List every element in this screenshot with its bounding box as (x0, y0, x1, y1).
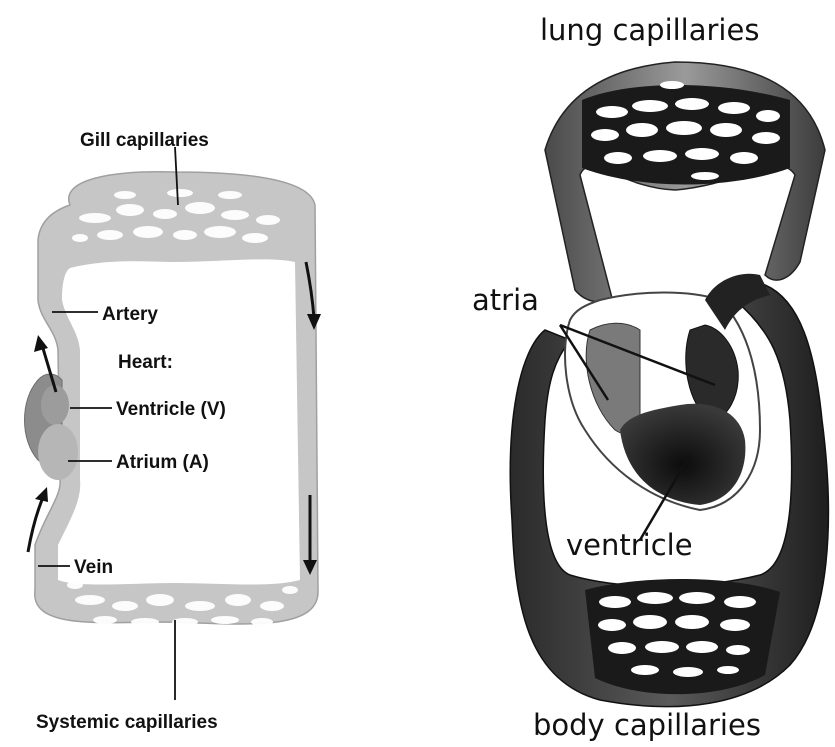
label-systemic-capillaries: Systemic capillaries (36, 712, 218, 733)
body-capillary-bed (585, 579, 780, 694)
fish-loop-hole (58, 259, 300, 584)
amphibian-circulation: lung capillaries atria ventricle body ca… (472, 13, 828, 742)
label-atria: atria (472, 283, 539, 317)
label-gill-capillaries: Gill capillaries (80, 130, 209, 151)
label-lung-capillaries: lung capillaries (540, 13, 759, 47)
label-vein: Vein (74, 557, 113, 578)
label-atrium-a: Atrium (A) (116, 452, 209, 473)
fish-atrium (38, 424, 78, 480)
label-ventricle: ventricle (566, 528, 693, 562)
label-heart: Heart: (118, 352, 173, 373)
label-ventricle-v: Ventricle (V) (116, 399, 226, 420)
label-artery: Artery (102, 304, 158, 325)
ventricle-chamber (620, 404, 745, 505)
label-body-capillaries: body capillaries (533, 708, 761, 742)
amphibian-heart (565, 274, 770, 510)
fish-circulation: Gill capillaries Artery Heart: Ventricle… (25, 130, 322, 733)
lung-capillary-bed (582, 81, 790, 185)
